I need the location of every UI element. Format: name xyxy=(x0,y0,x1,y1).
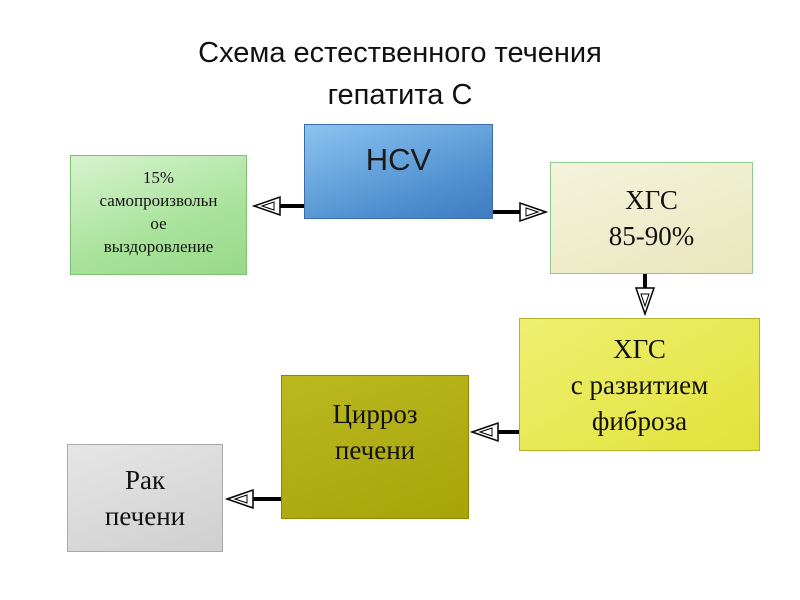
node-recovery-line-2: самопроизвольн xyxy=(99,191,218,210)
title-line-1: Схема естественного течения xyxy=(198,37,602,69)
node-hcv-label: HCV xyxy=(365,141,432,177)
node-chc-with-fibrosis: ХГС с развитием фиброза xyxy=(519,318,760,451)
diagram-title: Схема естественного течения гепатита С xyxy=(100,32,700,116)
node-cirrhosis-line-2: печени xyxy=(334,435,416,465)
node-chc-line-1: ХГС xyxy=(625,185,678,215)
node-chc-line-2: 85-90% xyxy=(608,221,695,251)
node-recovery-line-1: 15% xyxy=(142,168,175,187)
node-recovery-line-3: ое xyxy=(150,214,167,233)
arrow-fibrosis-to-cirrhosis xyxy=(469,421,519,443)
node-fibrosis-line-1: ХГС xyxy=(613,333,666,364)
node-chronic-hepatitis-c: ХГС 85-90% xyxy=(550,162,753,274)
arrow-hcv-to-recovery xyxy=(251,195,304,217)
node-spontaneous-recovery: 15% самопроизвольн ое выздоровление xyxy=(70,155,247,275)
node-liver-cirrhosis: Цирроз печени xyxy=(281,375,469,519)
arrow-cirrhosis-to-cancer xyxy=(224,488,281,510)
arrow-chc-to-fibrosis xyxy=(634,274,656,317)
node-hcv: HCV xyxy=(304,124,493,219)
title-line-2: гепатита С xyxy=(327,79,473,111)
arrow-hcv-to-chc xyxy=(493,201,549,223)
node-cirrhosis-line-1: Цирроз xyxy=(332,399,418,429)
node-cancer-line-1: Рак xyxy=(124,465,166,495)
node-recovery-line-4: выздоровление xyxy=(103,237,214,256)
node-fibrosis-line-2: с развитием xyxy=(570,369,709,400)
node-cancer-line-2: печени xyxy=(104,501,186,531)
node-liver-cancer: Рак печени xyxy=(67,444,223,552)
node-fibrosis-line-3: фиброза xyxy=(591,405,688,436)
